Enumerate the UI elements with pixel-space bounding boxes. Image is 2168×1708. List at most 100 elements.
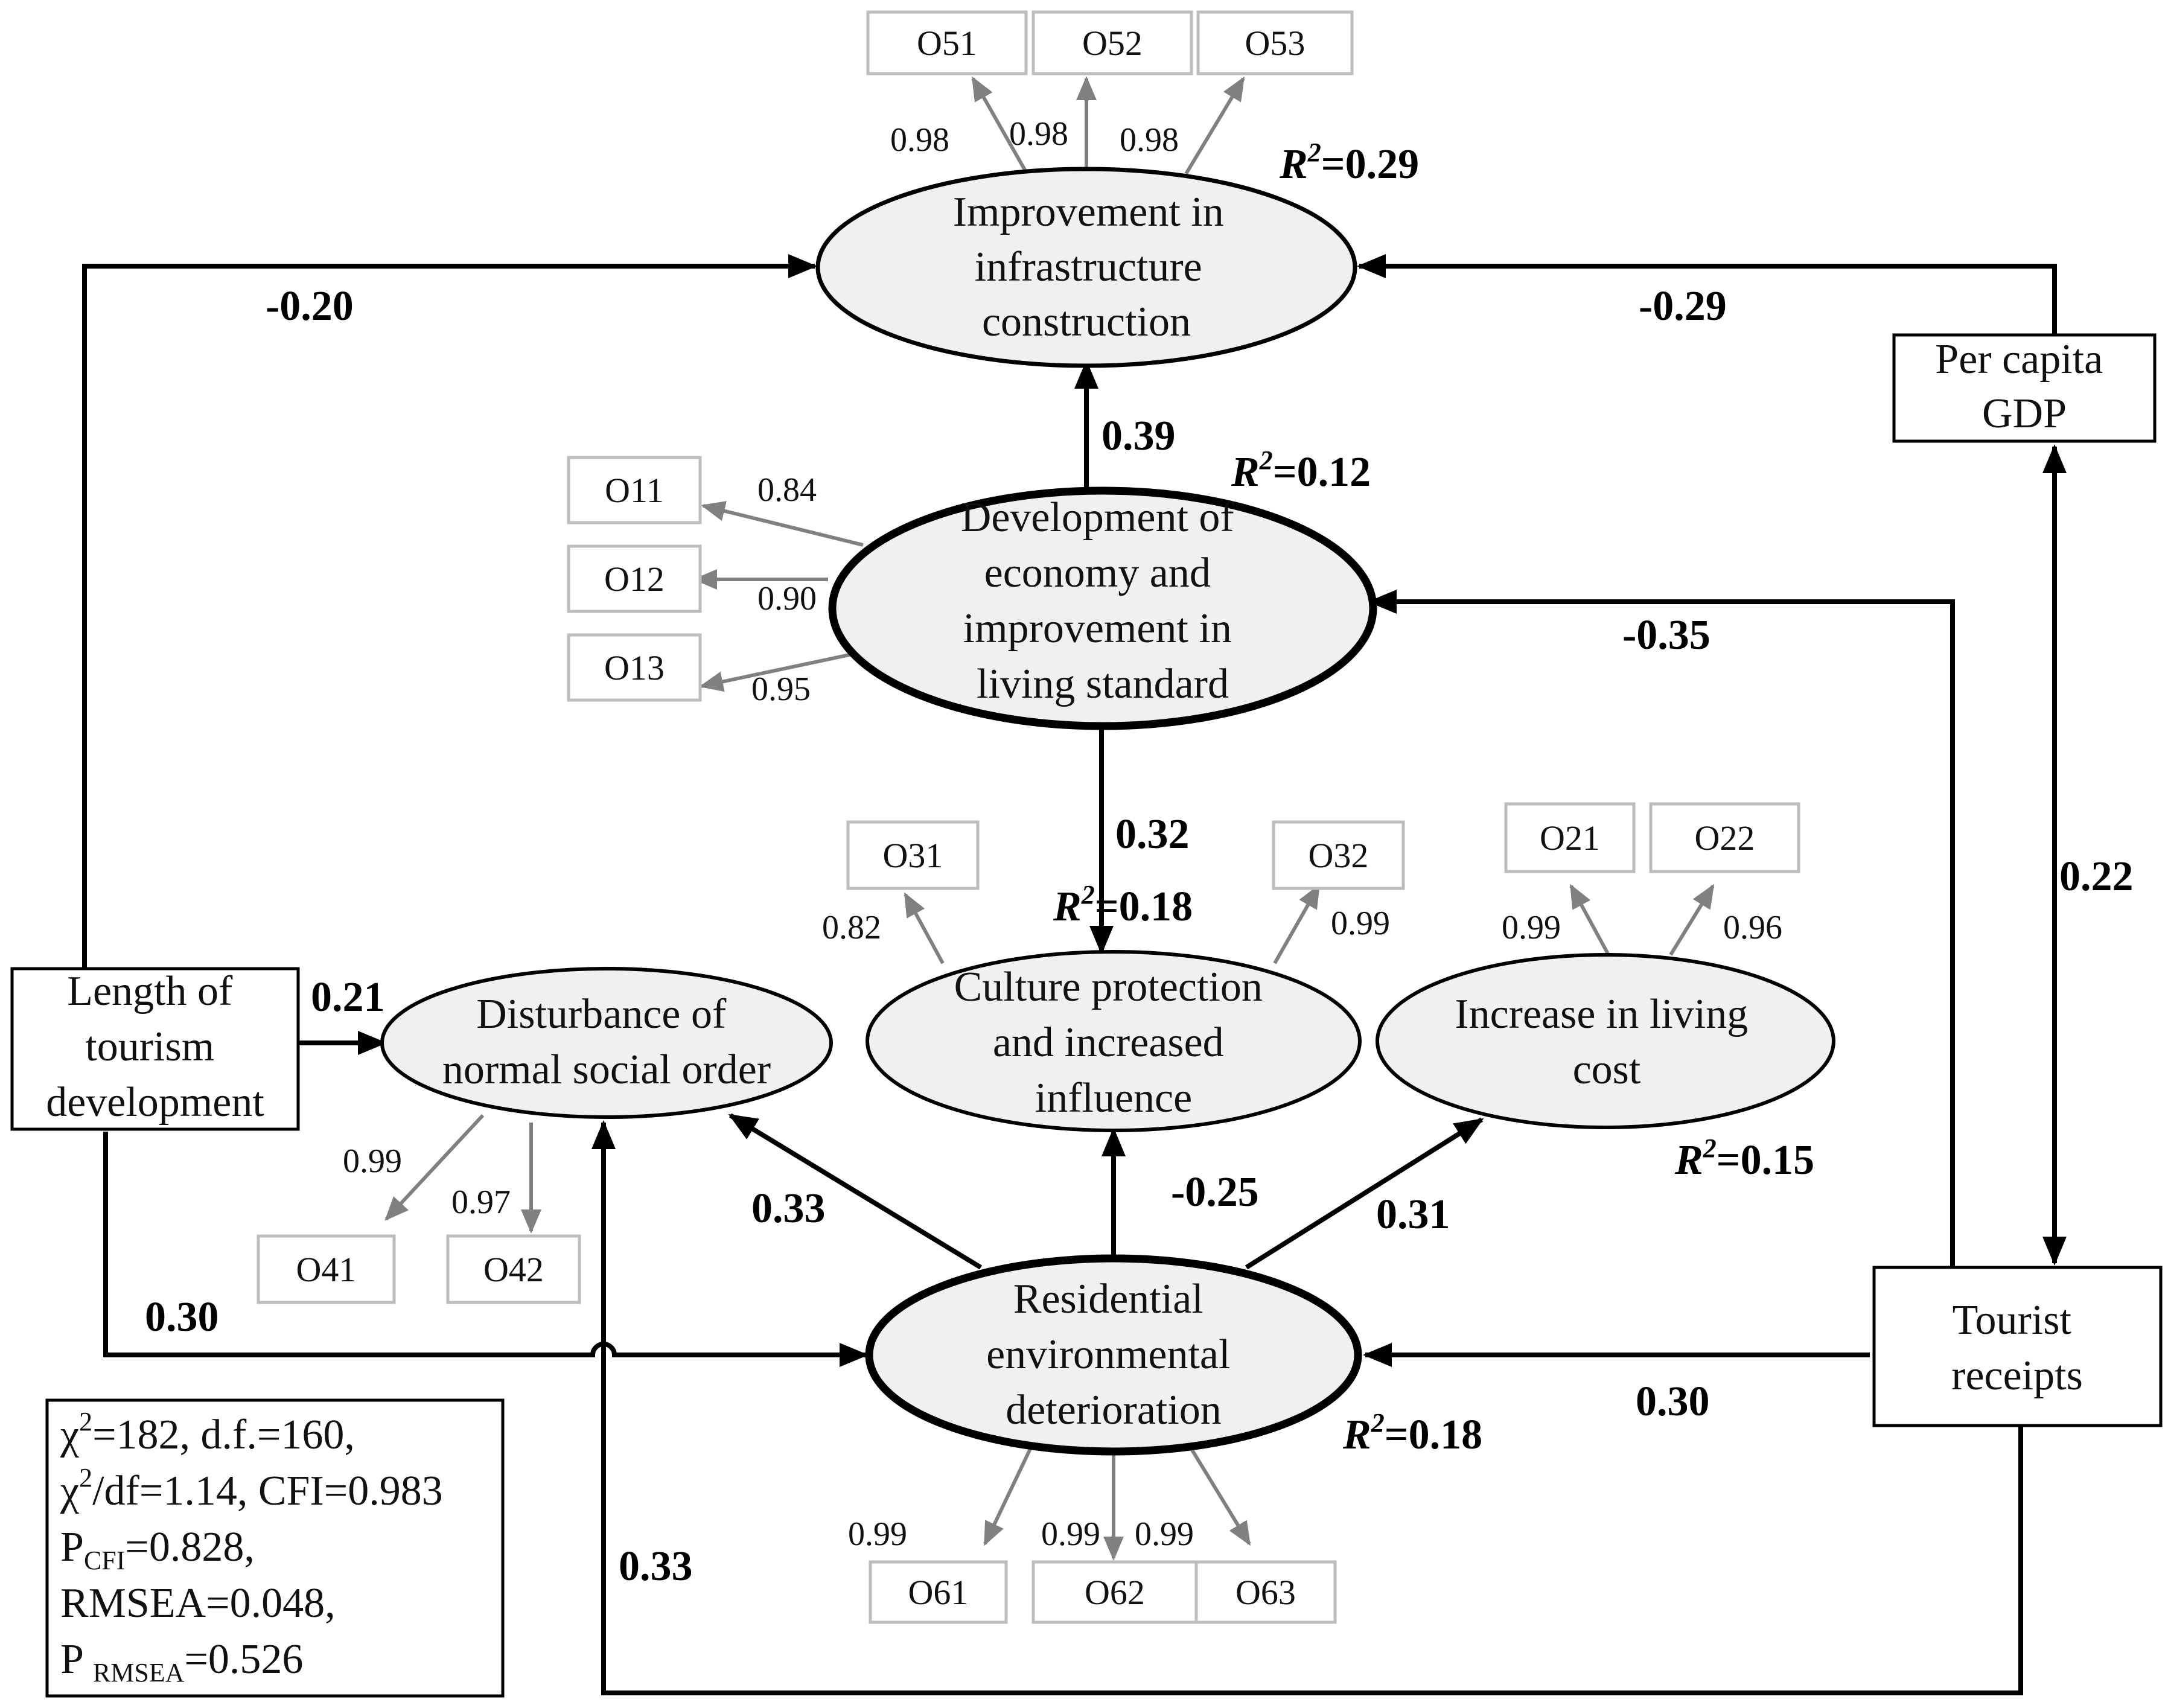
loading-arrow-o63 xyxy=(1184,1439,1251,1546)
observed-box-o52 xyxy=(1031,10,1193,75)
observed-box-o21 xyxy=(1504,802,1636,873)
observed-label-o32: O32 xyxy=(1309,836,1369,875)
r2-economy: R2=0.12 xyxy=(1231,445,1371,496)
path-receipts-to-economy xyxy=(1368,590,1955,1267)
latent-disturbance xyxy=(380,967,833,1119)
path-length-to-infrastructure xyxy=(82,254,817,969)
loading-o63: 0.99 xyxy=(1135,1515,1194,1553)
coef-receipts-economy: -0.35 xyxy=(1622,612,1710,658)
loading-o31: 0.82 xyxy=(822,909,881,946)
loading-o11: 0.84 xyxy=(757,471,817,509)
fit-line-chi2: χ2=182, d.f.=160, xyxy=(60,1407,355,1458)
observed-label-o62: O62 xyxy=(1085,1573,1145,1612)
observed-box-o41 xyxy=(257,1234,396,1304)
loading-o52: 0.98 xyxy=(1009,115,1068,153)
box-tourist-receipts-label: Tourist receipts xyxy=(1951,1297,2083,1399)
box-length-of-tourism xyxy=(10,967,300,1131)
r2-residential: R2=0.18 xyxy=(1342,1408,1482,1458)
latent-economy-label: Development of economy and improvement i… xyxy=(961,494,1245,707)
loading-arrow-o31 xyxy=(904,892,945,964)
observed-label-o42: O42 xyxy=(483,1250,544,1289)
observed-box-o31 xyxy=(846,820,980,890)
observed-label-o52: O52 xyxy=(1082,24,1143,63)
path-receipts-to-disturbance xyxy=(591,1120,2023,1695)
observed-box-o42 xyxy=(446,1234,581,1304)
coef-receipts-residential: 0.30 xyxy=(1636,1378,1710,1425)
loading-arrow-o41 xyxy=(384,1114,485,1221)
observed-box-o51 xyxy=(866,10,1028,75)
observed-label-o53: O53 xyxy=(1245,24,1306,63)
coef-length-residential: 0.30 xyxy=(145,1294,219,1340)
path-gdp-to-infrastructure xyxy=(1357,254,2057,335)
loading-o13: 0.95 xyxy=(751,671,811,708)
loading-arrow-o53 xyxy=(1184,76,1245,175)
loading-arrow-o32 xyxy=(1273,884,1321,964)
latent-residential-label: Residential environmental deterioration xyxy=(986,1276,1241,1433)
latent-culture-label: Culture protection and increased influen… xyxy=(954,964,1274,1121)
observed-label-o63: O63 xyxy=(1235,1573,1296,1612)
observed-label-o22: O22 xyxy=(1695,818,1755,858)
loading-o12: 0.90 xyxy=(757,580,817,617)
observed-label-o51: O51 xyxy=(917,24,977,63)
coef-gdp-infrastructure: -0.29 xyxy=(1639,283,1727,330)
observed-label-o41: O41 xyxy=(296,1250,357,1289)
latent-cost xyxy=(1376,953,1835,1129)
coef-receipts-disturbance: 0.33 xyxy=(619,1543,693,1590)
r2-culture: R2=0.18 xyxy=(1053,880,1193,930)
observed-box-o12 xyxy=(567,544,702,613)
path-residential-to-cost xyxy=(1245,1117,1484,1270)
fit-line-rmsea: RMSEA=0.048, xyxy=(60,1580,336,1627)
observed-box-o63 xyxy=(1194,1560,1337,1624)
box-tourist-receipts xyxy=(1872,1266,2163,1427)
loading-arrow-o61 xyxy=(983,1441,1035,1546)
coef-gdp-receipts: 0.22 xyxy=(2059,853,2134,900)
observed-label-o13: O13 xyxy=(604,648,665,687)
box-length-of-tourism-label: Length of tourism development xyxy=(46,968,264,1126)
coef-economy-infrastructure: 0.39 xyxy=(1102,413,1176,459)
fit-line-prmsea: P RMSEA=0.526 xyxy=(60,1636,303,1687)
loading-o51: 0.98 xyxy=(890,121,949,159)
loading-o32: 0.99 xyxy=(1331,905,1390,942)
loading-o21: 0.99 xyxy=(1502,909,1561,946)
observed-label-o11: O11 xyxy=(605,471,664,510)
loading-o42: 0.97 xyxy=(451,1184,511,1221)
latent-culture xyxy=(866,950,1362,1132)
observed-label-o12: O12 xyxy=(604,559,665,599)
observed-box-o53 xyxy=(1196,10,1354,75)
r2-cost: R2=0.15 xyxy=(1674,1133,1814,1184)
latent-cost-label: Increase in living cost xyxy=(1455,991,1758,1093)
observed-box-o11 xyxy=(567,456,702,524)
path-residential-to-disturbance xyxy=(728,1113,983,1270)
latent-economy xyxy=(828,486,1377,730)
coef-residential-disturbance: 0.33 xyxy=(751,1185,826,1232)
observed-label-o61: O61 xyxy=(908,1573,969,1612)
loading-arrow-o51 xyxy=(971,76,1028,173)
latent-infrastructure-label: Improvement in infrastructure constructi… xyxy=(953,189,1235,345)
loading-arrow-o13 xyxy=(699,649,870,692)
loading-o53: 0.98 xyxy=(1120,121,1179,159)
observed-box-o61 xyxy=(869,1560,1008,1624)
observed-label-o31: O31 xyxy=(883,836,943,875)
coef-length-infrastructure: -0.20 xyxy=(266,283,354,330)
latent-infrastructure xyxy=(815,167,1357,368)
observed-box-o13 xyxy=(567,633,702,702)
loading-o22: 0.96 xyxy=(1723,909,1782,946)
coef-residential-culture: -0.25 xyxy=(1171,1169,1259,1216)
loading-o62: 0.99 xyxy=(1041,1515,1100,1553)
observed-box-o32 xyxy=(1272,820,1405,890)
box-per-capita-gdp xyxy=(1892,333,2157,443)
latent-disturbance-label: Disturbance of normal social order xyxy=(442,991,771,1093)
latent-residential xyxy=(865,1254,1362,1456)
fit-line-pcfi: PCFI=0.828, xyxy=(60,1524,255,1575)
loading-o61: 0.99 xyxy=(848,1515,907,1553)
fit-line-chi2df-cfi: χ2/df=1.14, CFI=0.983 xyxy=(60,1463,443,1514)
observed-label-o21: O21 xyxy=(1540,818,1600,858)
observed-box-o22 xyxy=(1649,802,1800,873)
loading-arrow-o22 xyxy=(1669,884,1715,956)
r2-infrastructure: R2=0.29 xyxy=(1279,138,1419,188)
coef-economy-culture: 0.32 xyxy=(1115,811,1190,858)
loading-arrow-o11 xyxy=(701,501,864,547)
loading-arrow-o21 xyxy=(1569,884,1610,956)
coef-residential-cost: 0.31 xyxy=(1376,1191,1450,1238)
